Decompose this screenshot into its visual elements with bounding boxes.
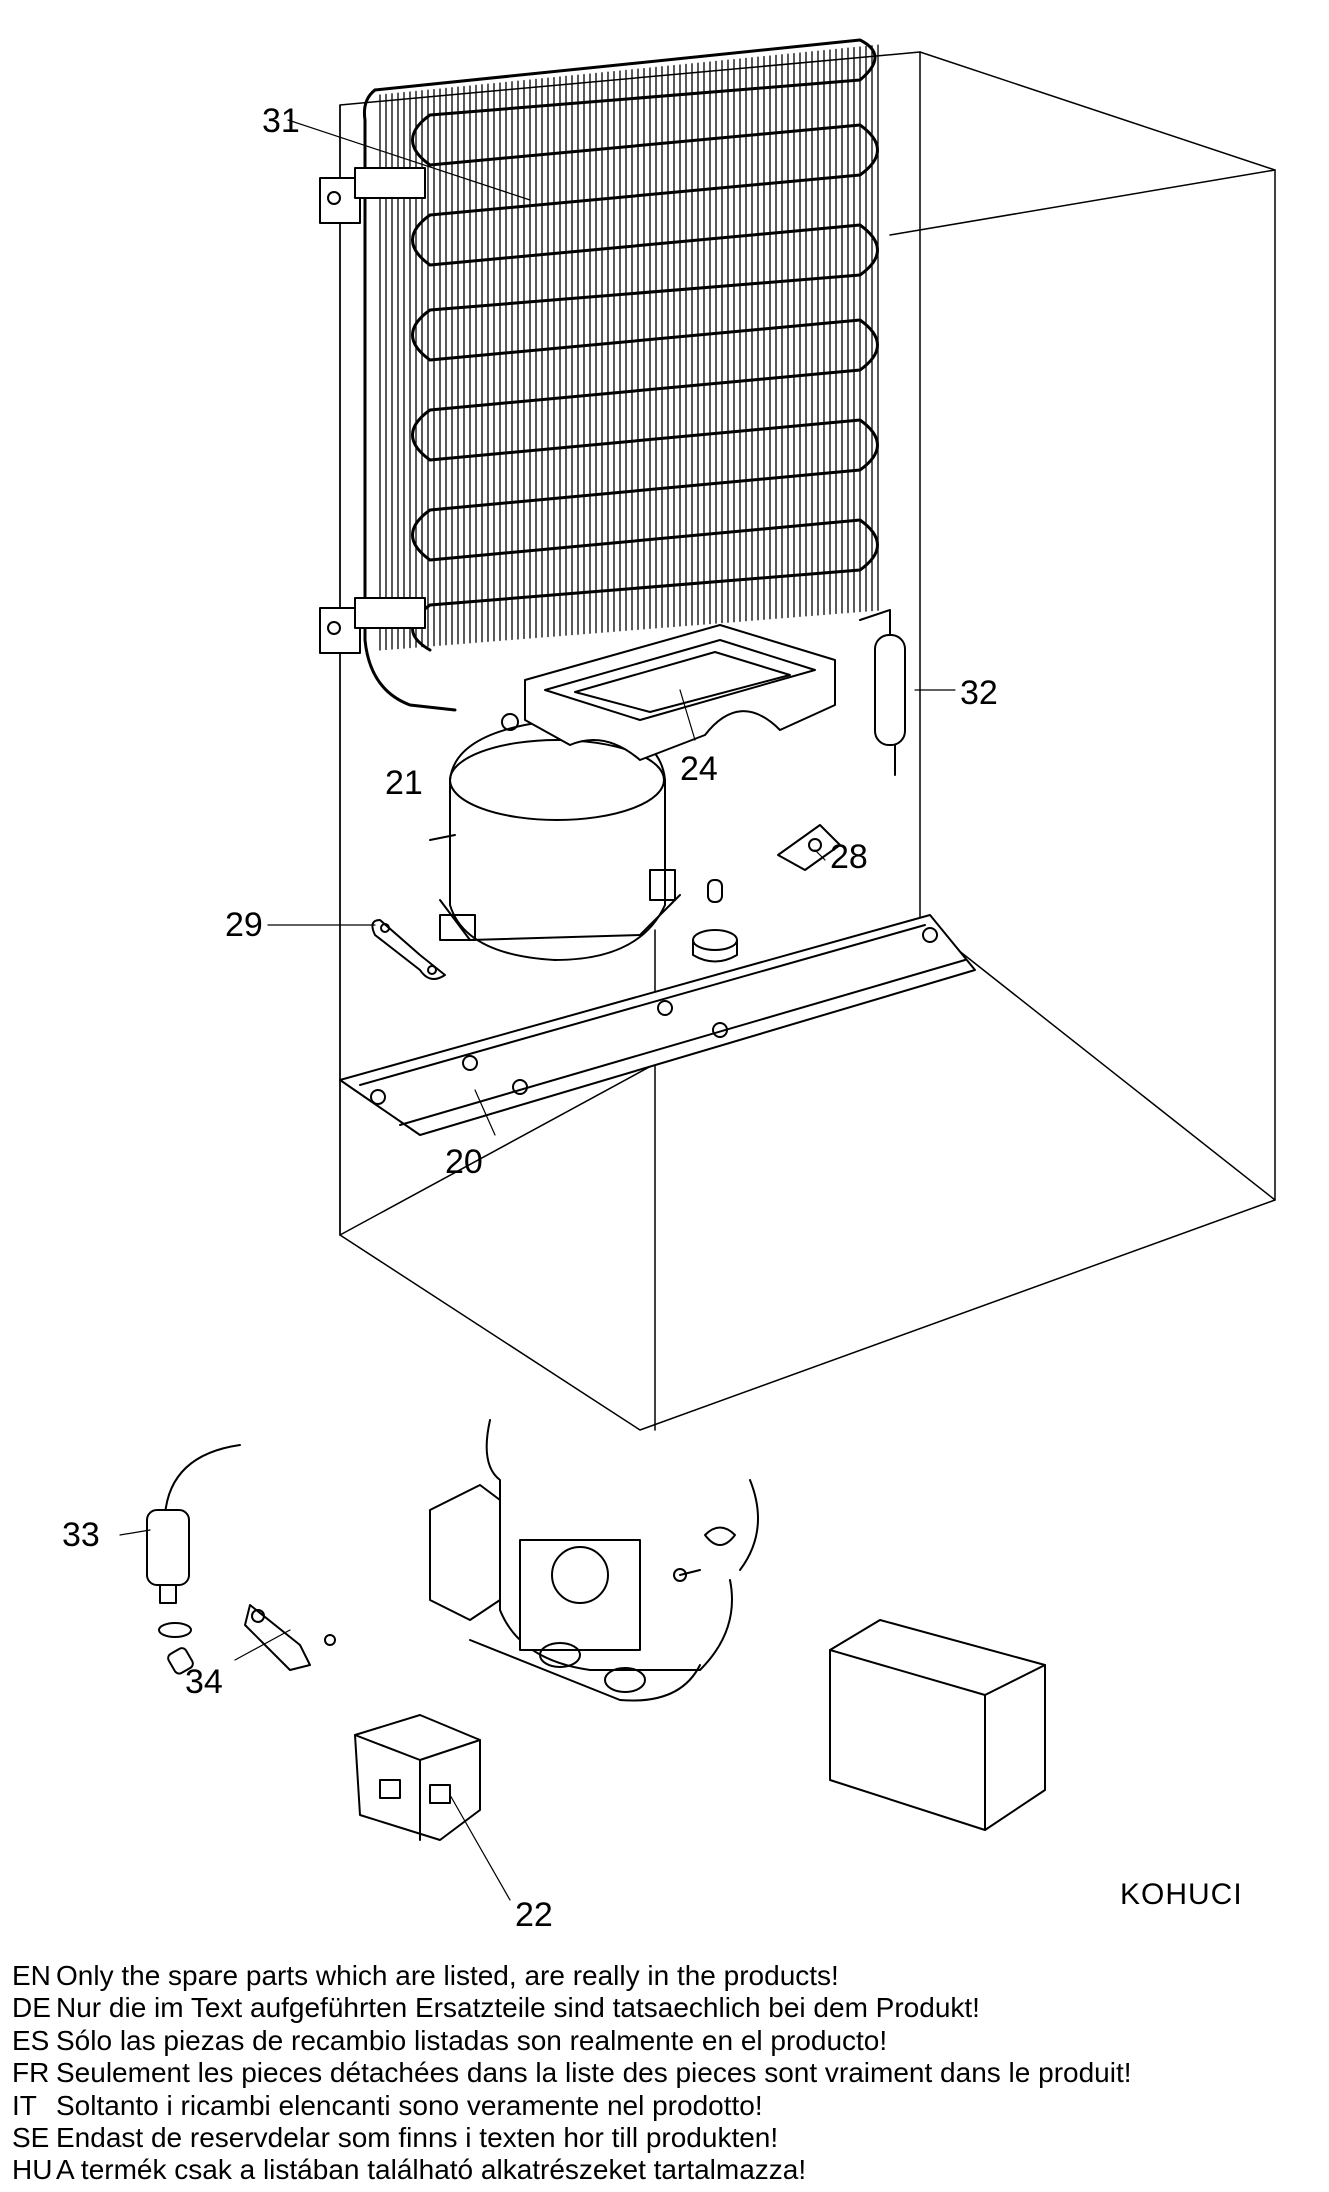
grommet (692, 879, 738, 963)
base-rail (339, 914, 976, 1136)
callout-31: 31 (262, 102, 300, 140)
note-text: Nur die im Text aufgeführten Ersatzteile… (56, 1992, 980, 2024)
callout-28: 28 (830, 838, 868, 876)
note-lang: HU (12, 2154, 53, 2186)
callout-34: 34 (185, 1663, 223, 1701)
note-row: IT Soltanto i ricambi elencanti sono vera… (12, 2090, 1322, 2122)
exploded-parts-diagram (119, 38, 1276, 1901)
callout-32: 32 (960, 674, 998, 712)
note-lang: SE (12, 2122, 50, 2154)
compressor (429, 713, 681, 961)
clip-part (777, 824, 841, 871)
note-lang: DE (12, 1992, 51, 2024)
drip-tray (524, 624, 836, 761)
note-lang: ES (12, 2024, 50, 2056)
model-code: KOHUCI (1120, 1878, 1243, 1911)
note-text: Endast de reservdelar som finns i texten… (56, 2122, 779, 2154)
callout-24: 24 (680, 750, 718, 788)
note-text: A termék csak a listában található alkat… (56, 2154, 807, 2186)
note-lang: FR (12, 2057, 50, 2089)
callout-21: 21 (385, 764, 423, 802)
callout-29: 29 (225, 906, 263, 944)
note-text: Seulement les pieces détachées dans la l… (56, 2057, 1132, 2089)
starter-relay (354, 1714, 481, 1841)
callout-22: 22 (515, 1896, 553, 1934)
note-lang: EN (12, 1960, 51, 1991)
note-lang: IT (12, 2089, 37, 2121)
leader-lines (119, 119, 956, 1901)
callout-33: 33 (62, 1516, 100, 1554)
relay-cover (829, 1619, 1046, 1831)
dryer-filter (859, 609, 906, 776)
link-part (371, 919, 446, 980)
compressor-detail (429, 1419, 759, 1702)
note-text: Only the spare parts which are listed, a… (56, 1960, 839, 1991)
capacitor (146, 1444, 241, 1675)
note-text: Sólo las piezas de recambio listadas son… (56, 2024, 888, 2056)
callout-20: 20 (445, 1143, 483, 1181)
condenser (319, 38, 879, 712)
terminal-lug (244, 1604, 336, 1671)
note-text: Soltanto i ricambi elencanti sono verame… (56, 2089, 763, 2121)
